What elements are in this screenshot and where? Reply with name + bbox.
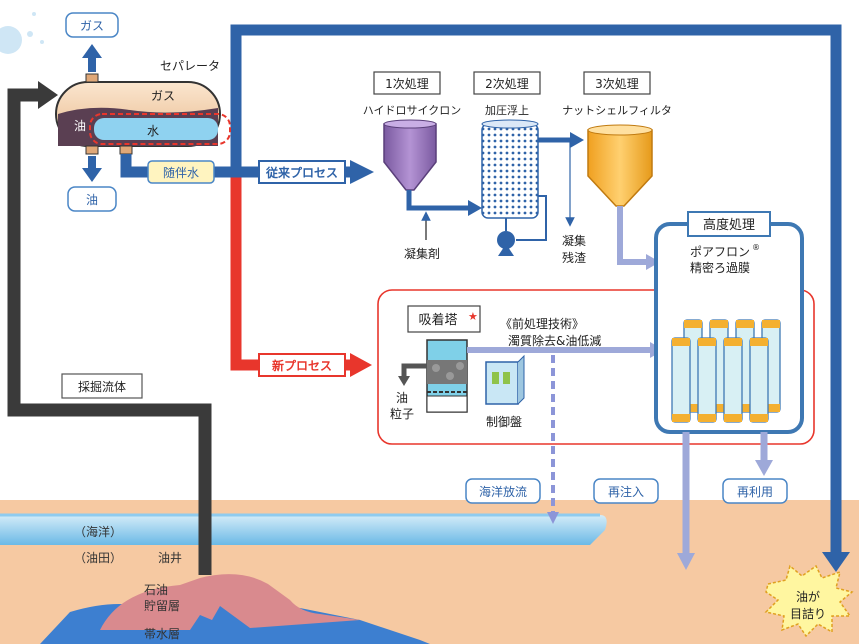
- ocean-label: （海洋）: [74, 524, 122, 539]
- oil-particle-2: 粒子: [390, 406, 414, 421]
- ground-section: [0, 500, 859, 644]
- flocculant-label: 凝集剤: [404, 246, 440, 261]
- reinjection-arrow: [677, 553, 695, 570]
- membrane-label-2: 精密ろ過膜: [690, 260, 750, 275]
- new-process-frame: [377, 289, 815, 445]
- gas-box: [65, 12, 119, 38]
- clog-burst: 油が 目詰り: [764, 564, 854, 638]
- clog-label-2: 目詰り: [790, 606, 826, 621]
- gas-out-label: ガス: [80, 19, 104, 33]
- advanced-box: [687, 211, 771, 237]
- ocean-discharge-label: 海洋放流: [479, 484, 527, 499]
- reservoir-layer: [100, 574, 360, 630]
- residue-label-2: 残渣: [562, 251, 586, 265]
- oil-outlet: 油: [67, 156, 117, 212]
- sep-oil-label: 油: [74, 119, 86, 133]
- pump-base-icon: [498, 244, 514, 256]
- stage1-hydrocyclone: 1次処理 ハイドロサイクロン: [363, 71, 462, 191]
- pipe-1-2: [406, 190, 470, 211]
- stage3-name: ナットシェルフィルタ: [562, 104, 672, 117]
- pump-icon: [497, 231, 515, 249]
- stage2-flotation: 2次処理 加圧浮上: [473, 71, 541, 219]
- production-fluid-label: 採掘流体: [78, 379, 126, 394]
- separator-label: セパレータ: [160, 59, 220, 73]
- ocean-discharge-box: [465, 478, 541, 504]
- bypass-arrow-head: [822, 552, 850, 572]
- clog-label-1: 油が: [796, 589, 820, 604]
- conventional-arrow: [350, 160, 374, 184]
- pretreat-label-1: 《前処理技術》: [500, 316, 584, 331]
- gas-outlet: ガス: [65, 12, 119, 72]
- registered-mark: ®: [752, 243, 760, 252]
- adsorber-label: 吸着塔: [418, 312, 457, 328]
- reservoir-label-1: 石油: [144, 583, 168, 597]
- pipe-3-adv-arrow: [646, 254, 660, 270]
- reuse-box: [722, 478, 788, 504]
- stage3-nutshell-filter: 3次処理 ナットシェルフィルタ: [562, 71, 672, 207]
- control-panel: [485, 354, 525, 405]
- pipe-1-2-arrow: [468, 200, 482, 216]
- control-panel-label: 制御盤: [486, 414, 522, 429]
- bubbles-decoration: [0, 12, 44, 54]
- reinjection-label: 再注入: [608, 484, 644, 499]
- oil-arrow-icon: [82, 168, 102, 182]
- stage1-name: ハイドロサイクロン: [363, 104, 462, 117]
- produced-water-label: 随伴水: [163, 165, 199, 180]
- pipe-3-adv: [617, 206, 648, 265]
- ocean-discharge-arrow: [547, 512, 559, 524]
- sep-gas-label: ガス: [151, 89, 175, 103]
- reinjection-box: [593, 478, 659, 504]
- oil-box: [67, 186, 117, 212]
- adsorption-tower: 吸着塔 ★: [407, 305, 481, 413]
- stage3-label: 3次処理: [595, 77, 639, 91]
- production-fluid-box: [61, 373, 143, 399]
- membrane-modules: [671, 319, 781, 423]
- stage1-label: 1次処理: [385, 77, 429, 91]
- separator-vessel: ガス 油 水: [55, 73, 231, 155]
- water-layer: [94, 118, 218, 140]
- adsorber-box: [407, 305, 481, 333]
- membrane-label-1: ポアフロン: [690, 245, 750, 259]
- new-process-line: [230, 172, 372, 377]
- reuse-arrow: [755, 460, 773, 476]
- conventional-label: 従来プロセス: [265, 165, 338, 180]
- pipe-2-3-arrow: [570, 132, 584, 148]
- fluid-arrow-head: [38, 81, 58, 109]
- stage2-label: 2次処理: [485, 77, 529, 91]
- advanced-treatment: 高度処理 ポアフロン ® 精密ろ過膜: [654, 211, 804, 434]
- oil-out-label: 油: [86, 193, 98, 207]
- pretreat-label-2: 濁質除去&油低減: [508, 333, 601, 348]
- new-process-label: 新プロセス: [272, 358, 332, 373]
- reservoir-label-2: 貯留層: [144, 599, 180, 613]
- oilfield-label: （油田）: [74, 551, 122, 565]
- new-process-arrow: [350, 353, 372, 377]
- produced-water-box: [147, 160, 215, 184]
- conventional-box: [258, 160, 346, 184]
- reuse-label: 再利用: [737, 485, 773, 499]
- sea-layer: [0, 515, 607, 545]
- oil-drain-arrow: [398, 376, 410, 386]
- recycle-line: [516, 195, 547, 241]
- star-mark: ★: [468, 310, 478, 323]
- residue-label-1: 凝集: [562, 233, 586, 248]
- production-fluid-pipe: [7, 81, 212, 575]
- aquifer-label: 帯水層: [144, 627, 180, 641]
- advanced-label: 高度処理: [703, 217, 755, 233]
- sep-water-label: 水: [147, 124, 159, 138]
- stage2-name: 加圧浮上: [485, 104, 529, 117]
- conventional-bypass-line: [230, 24, 850, 572]
- water-highlight: [89, 113, 231, 145]
- oil-particle-1: 油: [396, 391, 408, 405]
- new-process-box: [258, 353, 346, 377]
- oil-drain-pipe: [401, 363, 427, 378]
- gas-arrow-icon: [82, 44, 102, 58]
- well-label: 油井: [158, 551, 182, 565]
- clog-burst-icon: [764, 564, 854, 638]
